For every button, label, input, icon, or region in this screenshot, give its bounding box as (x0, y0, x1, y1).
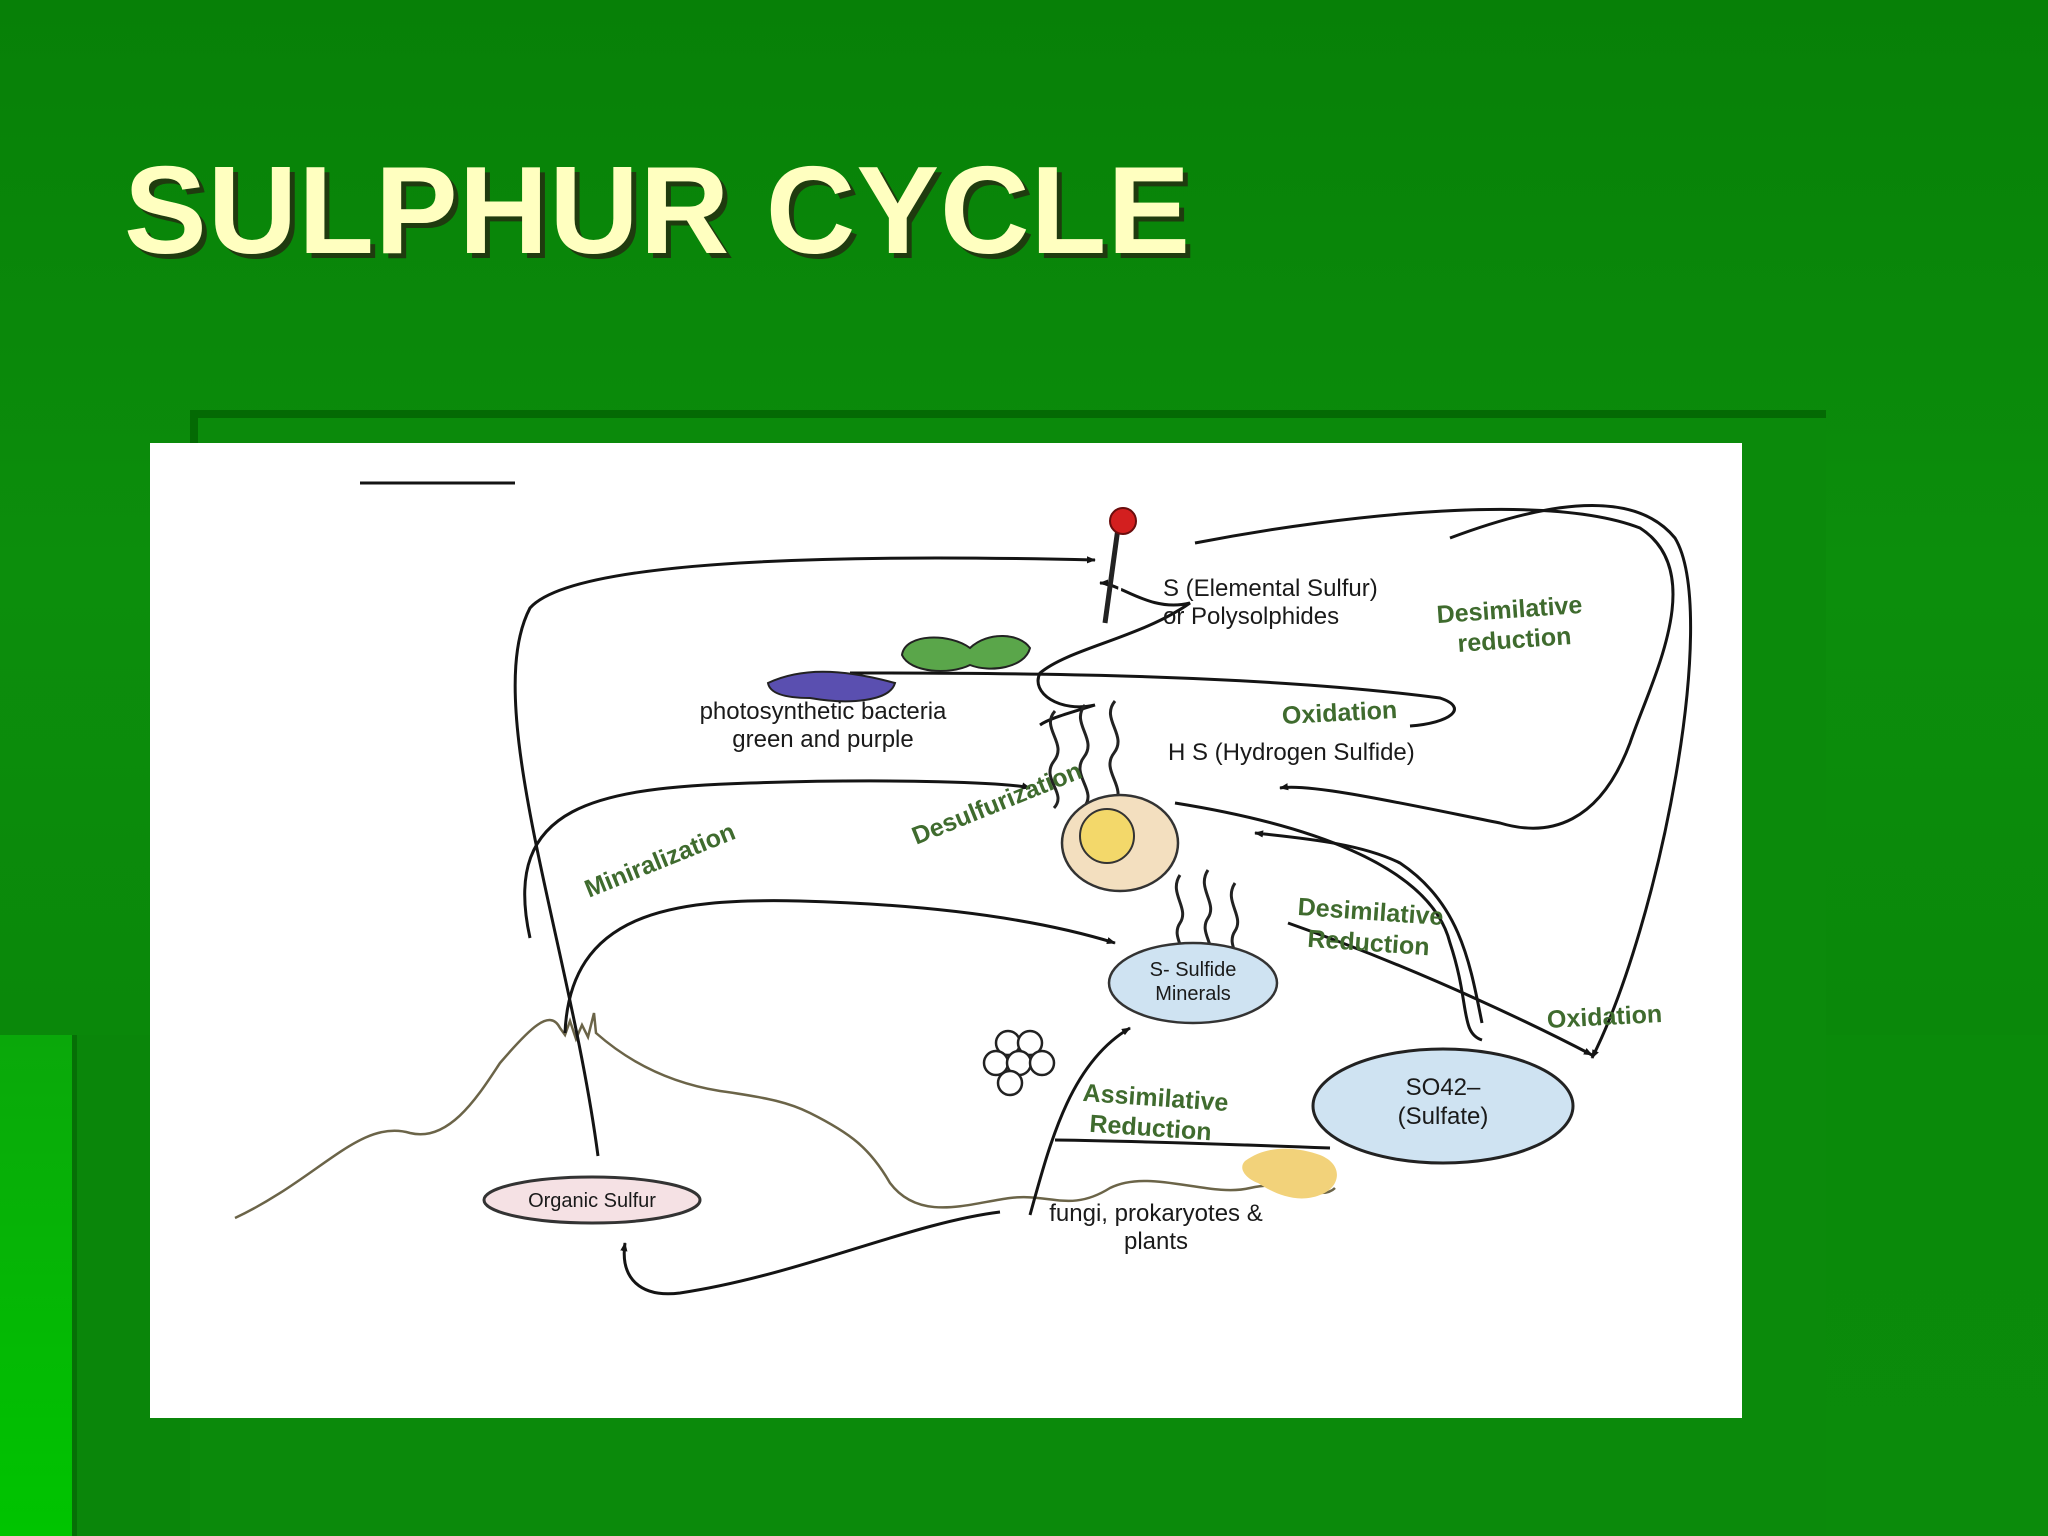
label-organic-sulfur: Organic Sulfur (528, 1190, 656, 1212)
label-desimilative-top-2: reduction (1457, 622, 1573, 658)
oxidation-top-curve (849, 671, 1456, 728)
label-sulfide-minerals-1: S- Sulfide (1150, 959, 1237, 981)
label-hydrogen-sulfide: H S (Hydrogen Sulfide) (1168, 739, 1415, 766)
label-photosynthetic-bacteria: photosynthetic bacteria (700, 698, 947, 725)
line-sulfate-to-assimilative (1054, 1138, 1331, 1150)
arrow-miniralization-to-h2s (523, 779, 1031, 939)
arrow-bacteria-to-elemental (1036, 579, 1191, 727)
elemental-sulfur-icon (1102, 507, 1137, 624)
label-miniralization: Miniralization (581, 818, 740, 904)
arrow-elemental-to-sulfate (1449, 504, 1693, 1059)
label-desulfurization: Desulfurization (908, 757, 1086, 851)
green-bacteria-icon (900, 635, 1032, 672)
arrow-sulfide-minerals-to-sulfate (1287, 921, 1593, 1057)
arrow-organic-to-sulfide-minerals (563, 899, 1116, 1034)
fungi-cluster-icon (982, 1029, 1056, 1097)
slide-decor-left-strip (0, 1035, 75, 1536)
label-elemental-sulfur: S (Elemental Sulfur) (1163, 575, 1378, 602)
label-sulfate-formula: SO42– (1406, 1074, 1481, 1101)
arrow-organic-to-elemental (513, 556, 1096, 1157)
label-sulfate-name: (Sulfate) (1398, 1103, 1489, 1130)
slide-decor-corner (190, 410, 198, 444)
label-oxidation-top: Oxidation (1281, 696, 1398, 730)
sulfate-node (1311, 1047, 1575, 1165)
sulphur-cycle-diagram: S (Elemental Sulfur) or Polysolphides H … (150, 443, 1742, 1418)
arrow-desimilative-reduction-top (1194, 507, 1675, 830)
label-plants: plants (1124, 1228, 1188, 1255)
arrow-fungi-to-organic (620, 1210, 1001, 1296)
slide-decor-top-line (190, 410, 1826, 418)
curve-h2s-to-sulfate (1174, 801, 1483, 1042)
sulfide-minerals-node (1107, 941, 1279, 1025)
diagram-canvas: S (Elemental Sulfur) or Polysolphides H … (234, 481, 1693, 1296)
arrow-assimilative-reduction (1028, 1026, 1131, 1216)
yellow-sulfur-deposit-icon (1242, 1148, 1337, 1199)
slide-decor-left-line (72, 1035, 77, 1536)
purple-bacteria-icon (766, 670, 897, 703)
label-polysulphides: or Polysolphides (1163, 603, 1339, 630)
slide-title: SULPHUR CYCLE (124, 142, 1192, 280)
egg-icon (1060, 793, 1180, 893)
organic-sulfur-node (482, 1175, 702, 1225)
label-desimilative-mid-2: Reduction (1307, 925, 1431, 961)
arrow-sulfate-to-h2s (1254, 830, 1484, 1024)
label-fungi-prokaryotes: fungi, prokaryotes & (1049, 1200, 1262, 1227)
label-green-and-purple: green and purple (732, 726, 913, 753)
terrain-line (234, 1012, 1336, 1220)
label-oxidation-right: Oxidation (1546, 1000, 1663, 1034)
label-sulfide-minerals-2: Minerals (1155, 983, 1231, 1005)
h2s-gas-icon (1048, 700, 1120, 810)
